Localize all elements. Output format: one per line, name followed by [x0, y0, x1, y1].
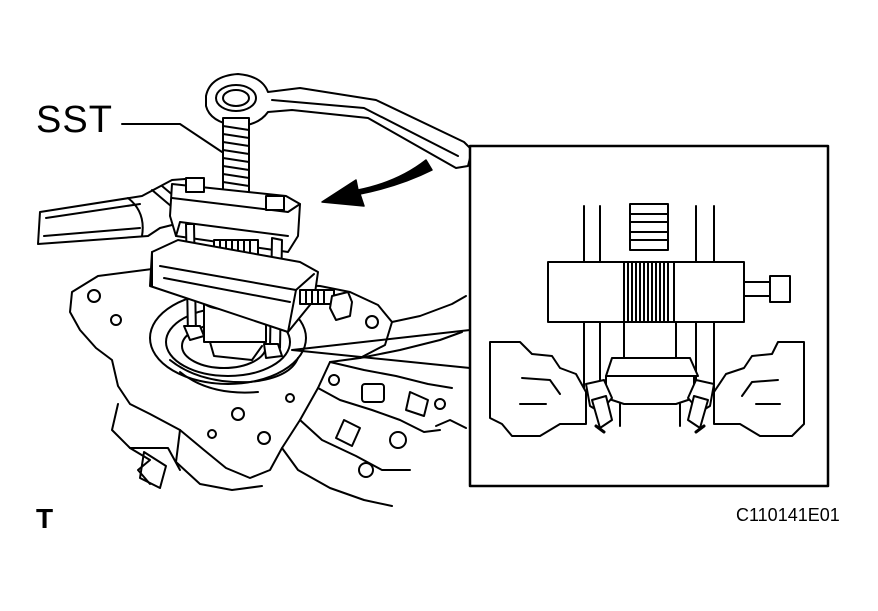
sst-puller-body [150, 178, 352, 360]
sst-leader-line [122, 124, 222, 152]
sst-label: SST [36, 99, 113, 141]
view-marker-label: T [36, 503, 54, 534]
detail-inset [470, 146, 828, 486]
callout-connector [292, 330, 470, 368]
curved-arrow-icon [322, 160, 432, 206]
figure-code-label: C110141E01 [736, 505, 840, 525]
